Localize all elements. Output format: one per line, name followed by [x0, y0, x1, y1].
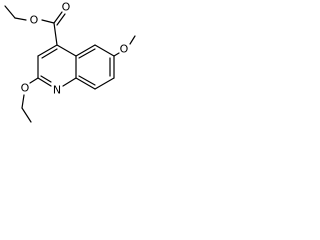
bond-c8-c8a-inner	[78, 75, 96, 86]
atom-label-ring-nitrogen: N	[53, 84, 61, 97]
bond-c8a-n1	[62, 77, 77, 87]
bond-n1-c2	[37, 77, 52, 87]
bond-c2-ethoxy-oxygen	[29, 77, 39, 84]
bond-carbonyl-double-outer	[53, 11, 63, 24]
bond-n1-c2-inner	[40, 75, 52, 83]
atom-label-carbonyl-oxygen: O	[62, 1, 71, 14]
atom-label-ethoxy-oxygen: O	[21, 82, 30, 95]
bond-c4a-c5-inner	[78, 48, 96, 59]
bond-ethyl-ch3-ch2	[4, 5, 16, 19]
atom-label-ester-oxygen: O	[30, 14, 39, 27]
bond-methoxy-oxygen-ch3	[129, 35, 136, 45]
ethyl-2-ethoxy-6-methoxyquinoline-4-carboxylate-structure: O O N O O	[4, 1, 136, 123]
bond-ethyl-ch2-o	[14, 17, 27, 21]
bond-c5-c6	[94, 44, 115, 57]
bond-c6-methoxy-oxygen	[113, 52, 120, 57]
bond-carbonyl-double-inner	[56, 13, 66, 26]
bond-c7-c8	[94, 77, 115, 90]
bond-o-carbonyl-carbon	[41, 19, 55, 24]
bond-c8-c8a	[75, 77, 96, 90]
bond-c4a-c5	[75, 44, 96, 57]
atom-label-methoxy-oxygen: O	[120, 43, 129, 56]
bond-c4-c4a	[56, 44, 77, 57]
bond-ethoxy-ch2-ch3	[21, 107, 32, 123]
bond-c3-c4-inner	[41, 48, 58, 59]
bond-ethoxy-oxygen-ch2	[21, 94, 25, 109]
bond-carbonyl-to-c4	[53, 22, 58, 46]
bond-c3-c4	[37, 44, 58, 57]
